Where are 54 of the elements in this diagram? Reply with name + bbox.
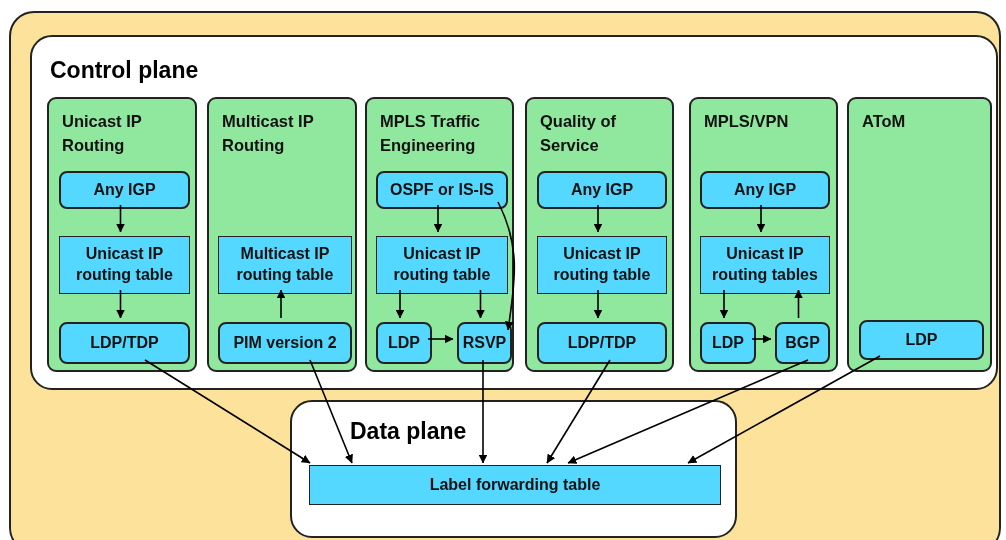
group-heading: MPLS/VPN bbox=[704, 111, 790, 132]
panel-title: Control plane bbox=[50, 57, 199, 84]
table-box: Multicast IP routing table bbox=[218, 236, 352, 294]
protocol-box: LDP bbox=[859, 320, 984, 360]
arrow bbox=[546, 359, 611, 464]
group-heading: Quality of Service bbox=[540, 111, 618, 156]
feature-group bbox=[525, 97, 674, 372]
feature-group bbox=[207, 97, 357, 372]
feature-group bbox=[47, 97, 197, 372]
arrow bbox=[751, 334, 772, 344]
arrow bbox=[719, 289, 729, 319]
arrow bbox=[116, 289, 125, 319]
protocol-box: RSVP bbox=[457, 322, 512, 364]
table-box: Unicast IP routing table bbox=[537, 236, 667, 294]
protocol-box: LDP bbox=[376, 322, 432, 364]
arrow bbox=[794, 289, 803, 319]
arrow bbox=[276, 289, 286, 319]
arrow bbox=[476, 289, 485, 319]
arrow bbox=[144, 359, 311, 464]
protocol-box: LDP/TDP bbox=[59, 322, 190, 364]
arrow bbox=[567, 359, 809, 464]
plane-panel bbox=[30, 35, 998, 390]
arrow bbox=[756, 204, 766, 233]
protocol-box: LDP bbox=[700, 322, 756, 364]
arrow bbox=[309, 359, 353, 464]
protocol-box: Any IGP bbox=[59, 171, 190, 209]
group-heading: MPLS Traffic Engineering bbox=[380, 111, 481, 156]
arrow bbox=[478, 359, 488, 464]
arrow bbox=[593, 289, 603, 319]
table-box: Unicast IP routing table bbox=[59, 236, 190, 294]
group-heading: Multicast IP Routing bbox=[222, 111, 315, 156]
arrow bbox=[116, 204, 125, 233]
feature-group bbox=[689, 97, 838, 372]
protocol-box: BGP bbox=[775, 322, 830, 364]
protocol-box: OSPF or IS-IS bbox=[376, 171, 508, 209]
arrow bbox=[395, 289, 405, 319]
feature-group bbox=[365, 97, 514, 372]
protocol-box: PIM version 2 bbox=[218, 322, 352, 364]
arrow bbox=[687, 355, 881, 464]
plane-panel bbox=[290, 400, 737, 538]
panel-title: Data plane bbox=[350, 418, 467, 445]
group-heading: AToM bbox=[862, 111, 907, 132]
protocol-box: Any IGP bbox=[537, 171, 667, 209]
group-heading: Unicast IP Routing bbox=[62, 111, 143, 156]
arrow bbox=[593, 204, 603, 233]
table-box: Unicast IP routing table bbox=[376, 236, 508, 294]
feature-group bbox=[847, 97, 992, 372]
arrow bbox=[433, 204, 443, 233]
arrow bbox=[427, 334, 454, 344]
table-box: Label forwarding table bbox=[309, 465, 721, 505]
table-box: Unicast IP routing tables bbox=[700, 236, 830, 294]
arrow bbox=[497, 201, 516, 331]
protocol-box: LDP/TDP bbox=[537, 322, 667, 364]
protocol-box: Any IGP bbox=[700, 171, 830, 209]
